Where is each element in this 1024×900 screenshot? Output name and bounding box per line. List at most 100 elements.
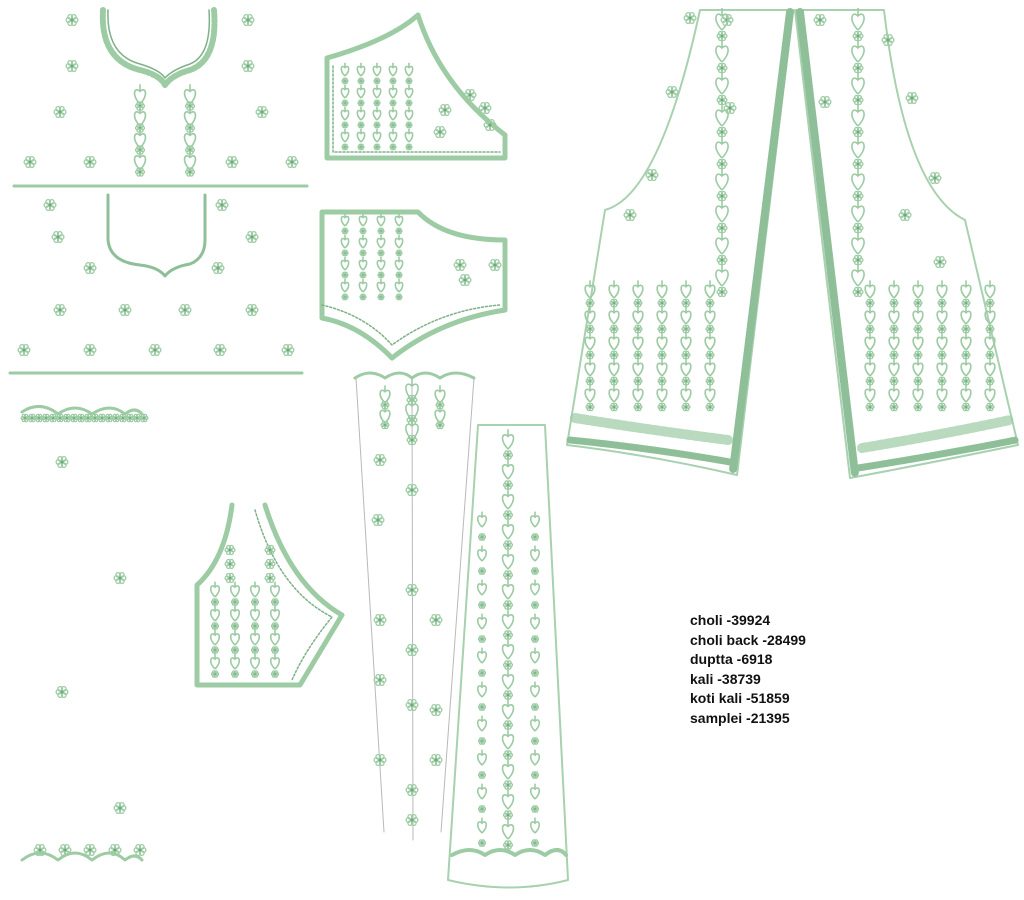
flower-motif-icon	[681, 324, 691, 334]
paisley-scroll-motif	[388, 128, 398, 143]
flower-motif-icon	[889, 324, 899, 334]
flower-motif-icon	[250, 646, 260, 654]
paisley-scroll-motif	[394, 234, 404, 249]
flower-motif-icon	[530, 703, 540, 711]
stitch-count-koti-kali: koti kali -51859	[690, 690, 790, 706]
paisley-scroll-motif	[340, 128, 350, 143]
flower-motif-icon	[429, 753, 443, 767]
paisley-scroll-motif	[376, 212, 386, 227]
flower-motif-icon	[477, 805, 487, 813]
flower-motif-icon	[477, 703, 487, 711]
flower-motif-icon	[357, 99, 365, 107]
paisley-scroll-motif	[608, 280, 620, 299]
flower-motif-icon	[716, 94, 728, 106]
flower-motif-icon	[502, 630, 514, 640]
paisley-scroll-motif	[530, 817, 540, 834]
paisley-scroll-motif	[530, 647, 540, 664]
flower-motif-icon	[716, 286, 728, 298]
flower-motif-icon	[913, 324, 923, 334]
paisley-scroll-motif	[230, 629, 240, 646]
flower-motif-icon	[463, 88, 477, 102]
paisley-scroll-motif	[358, 234, 368, 249]
flower-motif-icon	[865, 376, 875, 386]
flower-motif-icon	[341, 143, 349, 151]
flower-motif-icon	[477, 669, 487, 677]
flower-motif-icon	[705, 376, 715, 386]
paisley-scroll-motif	[210, 629, 220, 646]
flower-motif-icon	[657, 376, 667, 386]
paisley-scroll-motif	[356, 106, 366, 121]
flower-motif-icon	[852, 62, 864, 74]
flower-motif-icon	[224, 544, 236, 556]
flower-motif-icon	[83, 413, 93, 423]
paisley-scroll-motif	[183, 150, 197, 171]
paisley-scroll-motif	[864, 332, 876, 351]
paisley-scroll-motif	[501, 579, 515, 600]
flower-motif-icon	[657, 350, 667, 360]
paisley-scroll-motif	[477, 511, 487, 528]
flower-motif-icon	[389, 121, 397, 129]
flower-motif-icon	[530, 839, 540, 847]
flower-motif-icon	[937, 298, 947, 308]
flower-motif-icon	[27, 413, 37, 423]
flower-motif-icon	[178, 303, 192, 317]
flower-motif-icon	[852, 126, 864, 138]
paisley-scroll-motif	[501, 819, 515, 840]
paisley-scroll-motif	[632, 332, 644, 351]
flower-motif-icon	[633, 350, 643, 360]
flower-motif-icon	[985, 350, 995, 360]
paisley-scroll-motif	[530, 545, 540, 562]
flower-motif-icon	[530, 533, 540, 541]
flower-motif-icon	[210, 598, 220, 606]
paisley-scroll-motif	[501, 549, 515, 570]
paisley-scroll-motif	[632, 306, 644, 325]
flower-motif-icon	[681, 298, 691, 308]
paisley-scroll-motif	[477, 545, 487, 562]
flower-motif-icon	[683, 11, 697, 25]
paisley-scroll-motif	[250, 605, 260, 622]
stitch-count-choli: choli -39924	[690, 612, 771, 628]
flower-motif-icon	[657, 298, 667, 308]
flower-motif-icon	[633, 402, 643, 412]
flower-motif-icon	[65, 59, 79, 73]
flower-motif-icon	[818, 95, 832, 109]
flower-motif-icon	[113, 801, 127, 815]
paisley-scroll-motif	[704, 384, 716, 403]
flower-motif-icon	[373, 753, 387, 767]
paisley-scroll-motif	[608, 384, 620, 403]
flower-motif-icon	[633, 376, 643, 386]
flower-motif-icon	[230, 670, 240, 678]
paisley-scroll-motif	[372, 62, 382, 77]
flower-motif-icon	[211, 261, 225, 275]
flower-motif-icon	[111, 413, 121, 423]
paisley-scroll-motif	[715, 264, 729, 287]
paisley-scroll-motif	[477, 749, 487, 766]
flower-motif-icon	[380, 420, 390, 430]
paisley-scroll-motif	[210, 581, 220, 598]
flower-motif-icon	[359, 293, 367, 301]
paisley-scroll-motif	[530, 783, 540, 800]
flower-motif-icon	[477, 635, 487, 643]
flower-motif-icon	[609, 376, 619, 386]
sleeve-bottom	[319, 209, 508, 361]
paisley-scroll-motif	[984, 306, 996, 325]
paisley-scroll-motif	[405, 418, 419, 441]
paisley-scroll-motif	[715, 8, 729, 31]
flower-motif-icon	[477, 839, 487, 847]
paisley-scroll-motif	[372, 84, 382, 99]
flower-motif-icon	[213, 343, 227, 357]
paisley-scroll-motif	[530, 681, 540, 698]
flower-motif-icon	[104, 413, 114, 423]
paisley-scroll-motif	[704, 358, 716, 377]
flower-motif-icon	[458, 273, 472, 287]
paisley-scroll-motif	[530, 511, 540, 528]
flower-motif-icon	[502, 780, 514, 790]
paisley-scroll-motif	[632, 384, 644, 403]
paisley-scroll-motif	[133, 150, 147, 171]
paisley-scroll-motif	[704, 306, 716, 325]
flower-motif-icon	[705, 402, 715, 412]
flower-motif-icon	[359, 227, 367, 235]
samplei-border	[20, 405, 144, 862]
paisley-scroll-motif	[133, 128, 147, 149]
flower-motif-icon	[184, 101, 196, 111]
